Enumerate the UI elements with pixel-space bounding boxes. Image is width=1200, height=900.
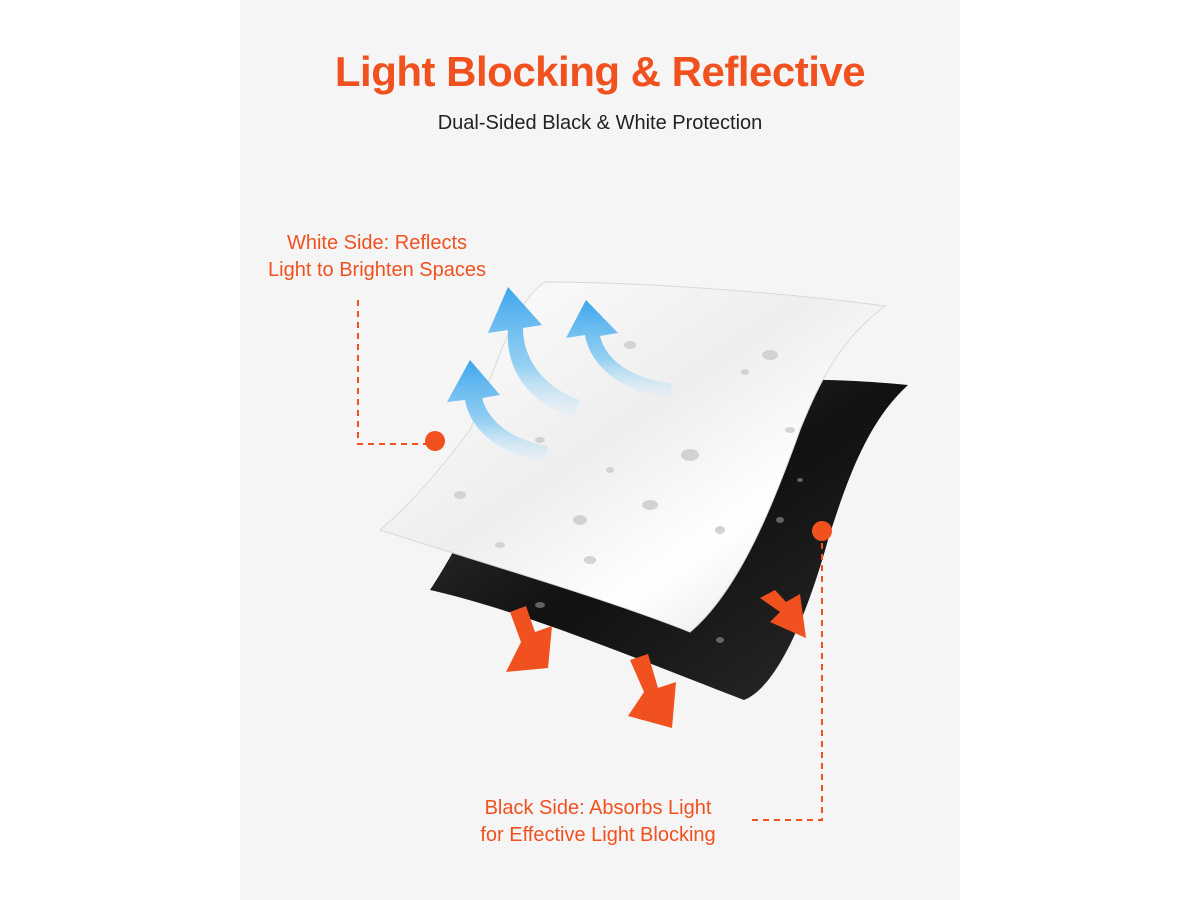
down-arrow-icon <box>628 654 676 728</box>
callout-lines <box>357 300 823 821</box>
white-side-callout-line2: Light to Brighten Spaces <box>268 259 486 281</box>
page-title: Light Blocking & Reflective <box>334 48 866 95</box>
white-callout-line <box>357 300 432 445</box>
white-side-callout: White Side: Reflects Light to Brighten S… <box>248 230 506 284</box>
white-callout-dot <box>425 431 445 451</box>
reflect-arrows <box>447 287 672 462</box>
page-subtitle: Dual-Sided Black & White Protection <box>437 112 763 134</box>
water-droplets <box>454 341 795 564</box>
black-side-callout-line2: for Effective Light Blocking <box>480 824 716 846</box>
black-side-callout: Black Side: Absorbs Light for Effective … <box>462 795 734 849</box>
absorb-arrows <box>506 590 806 728</box>
black-side-callout-line1: Black Side: Absorbs Light <box>484 797 712 819</box>
black-callout-line <box>750 532 823 821</box>
white-side-callout-line1: White Side: Reflects <box>286 232 468 254</box>
down-arrow-icon <box>760 590 806 638</box>
white-side-sheet <box>378 281 887 633</box>
curved-up-arrow-icon <box>566 300 672 398</box>
curved-up-arrow-icon <box>447 360 548 462</box>
black-callout-dot <box>812 521 832 541</box>
curved-up-arrow-icon <box>488 287 580 418</box>
down-arrow-icon <box>506 606 552 672</box>
